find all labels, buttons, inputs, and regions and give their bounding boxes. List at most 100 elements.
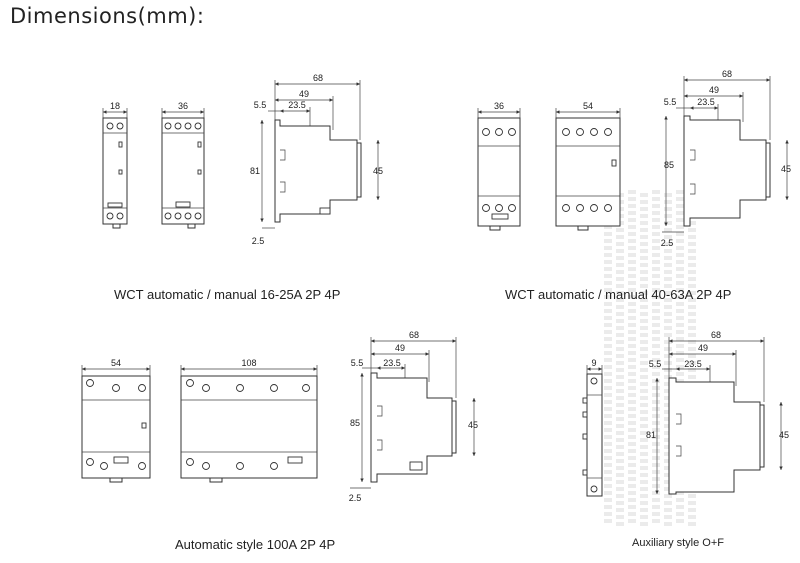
watermark-block (676, 372, 684, 376)
watermark-block (688, 340, 696, 344)
watermark-block (652, 218, 660, 222)
watermark-block (628, 246, 636, 250)
watermark-block (640, 263, 648, 267)
watermark-block (604, 330, 612, 334)
watermark-block (628, 407, 636, 411)
panel-40-63a: 36 54 68 49 5.5 23.5 (477, 69, 791, 248)
watermark-block (640, 340, 648, 344)
watermark-block (604, 288, 612, 292)
watermark-block (640, 361, 648, 365)
watermark-block (664, 249, 672, 253)
watermark-block (604, 498, 612, 502)
watermark-block (652, 365, 660, 369)
watermark-block (616, 333, 624, 337)
watermark-block (676, 267, 684, 271)
watermark-block (628, 197, 636, 201)
watermark-block (616, 424, 624, 428)
watermark-block (628, 316, 636, 320)
watermark-block (628, 239, 636, 243)
watermark-block (640, 214, 648, 218)
watermark-block (640, 347, 648, 351)
watermark-block (640, 494, 648, 498)
watermark-block (628, 442, 636, 446)
watermark-block (664, 473, 672, 477)
watermark-block (616, 298, 624, 302)
watermark-block (640, 480, 648, 484)
watermark-block (652, 491, 660, 495)
watermark-block (616, 410, 624, 414)
watermark-block (664, 214, 672, 218)
watermark-block (628, 484, 636, 488)
watermark-block (664, 207, 672, 211)
watermark-block (628, 288, 636, 292)
watermark-block (604, 295, 612, 299)
watermark-block (676, 260, 684, 264)
watermark-block (664, 347, 672, 351)
watermark-block (664, 221, 672, 225)
watermark-block (664, 438, 672, 442)
watermark-block (664, 193, 672, 197)
side-view: 68 49 5.5 23.5 81 45 (646, 330, 789, 495)
dim-45: 45 (373, 166, 383, 176)
dim-23-5: 23.5 (684, 359, 702, 369)
watermark-block (604, 512, 612, 516)
watermark-block (652, 372, 660, 376)
dim-49: 49 (709, 85, 719, 95)
watermark-block (628, 428, 636, 432)
watermark-block (676, 232, 684, 236)
watermark-block (664, 389, 672, 393)
caption-40-63a: WCT automatic / manual 40-63A 2P 4P (505, 287, 732, 302)
dim-total-depth: 68 (409, 330, 419, 340)
watermark-block (616, 305, 624, 309)
dim-5-5: 5.5 (351, 358, 364, 368)
watermark-block (628, 204, 636, 208)
watermark-block (640, 403, 648, 407)
watermark-block (640, 305, 648, 309)
watermark-block (616, 431, 624, 435)
watermark-block (688, 277, 696, 281)
watermark-block (664, 515, 672, 519)
front-view-4p: 36 (161, 101, 205, 229)
dim-2-5: 2.5 (252, 236, 265, 246)
watermark-block (616, 438, 624, 442)
dim-height: 81 (250, 166, 260, 176)
watermark-block (604, 365, 612, 369)
watermark-block (664, 312, 672, 316)
watermark-block (628, 302, 636, 306)
watermark-block (604, 253, 612, 257)
watermark-block (616, 375, 624, 379)
watermark-block (652, 351, 660, 355)
watermark-block (604, 309, 612, 313)
watermark-block (640, 410, 648, 414)
watermark-block (676, 519, 684, 523)
watermark-block (664, 333, 672, 337)
dim-5-5: 5.5 (649, 359, 662, 369)
watermark-block (616, 403, 624, 407)
watermark-block (676, 505, 684, 509)
watermark-block (616, 340, 624, 344)
watermark-block (616, 445, 624, 449)
watermark-block (664, 480, 672, 484)
watermark-block (604, 407, 612, 411)
watermark-block (688, 312, 696, 316)
watermark-block (628, 400, 636, 404)
watermark-block (640, 312, 648, 316)
watermark-block (616, 354, 624, 358)
watermark-block (616, 494, 624, 498)
watermark-block (676, 295, 684, 299)
watermark-block (628, 512, 636, 516)
watermark-block (628, 281, 636, 285)
front-view-2p: 54 (81, 358, 151, 483)
watermark-block (616, 347, 624, 351)
panel-100a: 54 108 68 49 5.5 (81, 330, 478, 503)
watermark-block (688, 228, 696, 232)
watermark-block (640, 438, 648, 442)
watermark-block (676, 379, 684, 383)
watermark-block (676, 190, 684, 194)
watermark-block (604, 225, 612, 229)
watermark-block (652, 442, 660, 446)
watermark-block (604, 246, 612, 250)
watermark-block (628, 267, 636, 271)
watermark-block (640, 333, 648, 337)
watermark-block (628, 372, 636, 376)
